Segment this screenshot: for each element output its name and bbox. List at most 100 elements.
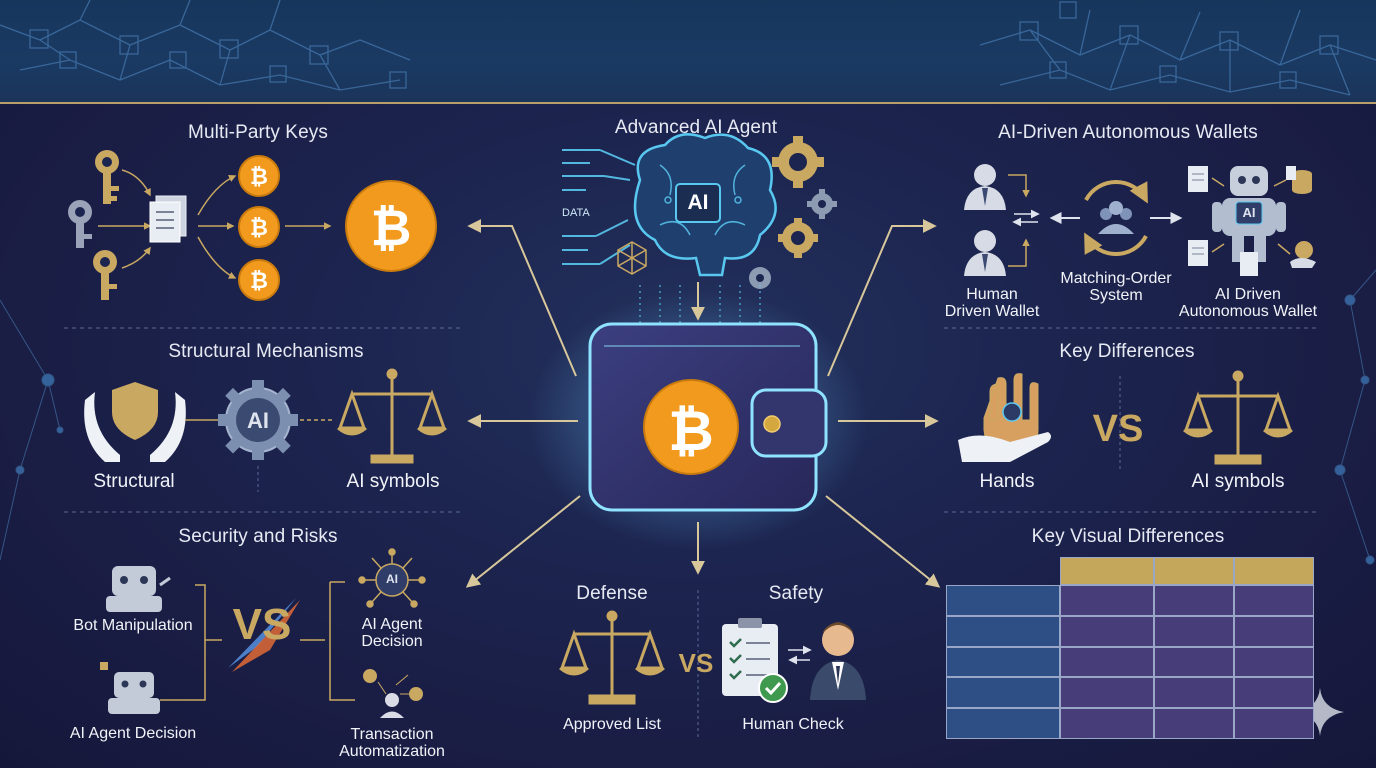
bot-manipulation-label: Bot Manipulation <box>73 617 193 634</box>
ai-gear-icon <box>218 380 298 460</box>
key-icon-2 <box>68 200 92 248</box>
gear-icon-gray <box>807 189 837 219</box>
ai-agent-decision-left-label: AI Agent Decision <box>69 725 197 742</box>
ai-badge-text: AI <box>386 572 398 586</box>
advanced-ai-agent-title: Advanced AI Agent <box>614 117 778 138</box>
transaction-automatization-label: Transaction Automatization <box>339 726 445 760</box>
safety-title: Safety <box>768 583 824 604</box>
bitcoin-coin-center <box>643 379 739 475</box>
bitcoin-symbol-center: ₿ <box>668 399 714 462</box>
ai-chip <box>675 183 721 223</box>
robot-ai-icon <box>1212 166 1286 262</box>
scales-icon-right <box>1183 370 1293 465</box>
table-cell <box>1234 708 1314 739</box>
approved-list-label: Approved List <box>563 716 661 733</box>
gear-icon-small <box>749 267 771 289</box>
table-cell <box>1154 585 1234 616</box>
gear-icon-gold-1 <box>772 136 824 188</box>
defense-title: Defense <box>576 583 648 604</box>
network-cubes-left <box>0 0 411 91</box>
table-cell <box>1060 708 1154 739</box>
ai-symbols-label-right: AI symbols <box>1191 471 1285 492</box>
bitcoin-symbol-large: ₿ <box>370 200 412 256</box>
network-nodes-right <box>1334 269 1376 565</box>
key-visual-differences-title: Key Visual Differences <box>1031 526 1225 547</box>
gear-icon-gold-2 <box>778 218 818 258</box>
businessman-icon-1 <box>964 164 1006 210</box>
human-driven-wallet-label: Human Driven Wallet <box>944 286 1040 320</box>
shield-hands-icon <box>84 382 186 462</box>
ai-driven-wallets-title: AI-Driven Autonomous Wallets <box>998 122 1258 143</box>
hexagon-icon <box>617 241 647 275</box>
table-cell <box>1234 646 1314 678</box>
data-stream-lines <box>562 149 636 265</box>
bot-icon-1 <box>106 566 171 612</box>
table-cell <box>946 615 1060 647</box>
security-risks-title: Security and Risks <box>178 526 338 547</box>
document-icon <box>149 195 187 243</box>
multi-party-keys-title: Multi-Party Keys <box>188 122 328 143</box>
defense-safety-vs: VS <box>678 648 714 678</box>
bitcoin-coin-small-1 <box>238 155 280 197</box>
scales-icon-defense <box>559 610 665 705</box>
structural-label: Structural <box>93 471 175 492</box>
coin-hand-icon <box>1290 241 1316 268</box>
key-icon-1 <box>95 150 119 204</box>
ai-driven-wallet-label: AI Driven Autonomous Wallet <box>1178 286 1318 320</box>
bot-icon-2 <box>100 662 160 714</box>
doc-icon-r1 <box>1188 166 1208 192</box>
table-cell <box>1154 646 1234 678</box>
table-cell <box>946 646 1060 678</box>
table-cell <box>1154 677 1234 709</box>
vs-emblem-security <box>228 598 300 672</box>
table-cell <box>1154 615 1234 647</box>
network-cubes-right <box>979 1 1376 96</box>
robot-ai-badge: AI <box>1242 205 1256 220</box>
ai-symbols-label-left: AI symbols <box>346 471 440 492</box>
wallet <box>588 322 828 512</box>
table-cell <box>946 677 1060 709</box>
key-differences-vs: VS <box>1092 408 1144 450</box>
ai-chip-label: AI <box>687 191 709 214</box>
table-cell <box>1060 615 1154 647</box>
sparkle-icon <box>1296 688 1344 736</box>
wallet-clasp <box>750 388 828 458</box>
ai-agent-decision-right-label: AI Agent Decision <box>361 616 423 650</box>
bitcoin-symbol-3: ₿ <box>250 268 268 293</box>
human-checker-icon <box>810 622 866 700</box>
clipboard-icon <box>722 618 788 703</box>
matching-order-icon <box>1084 180 1148 256</box>
table-cell <box>1060 677 1154 709</box>
human-check-label: Human Check <box>742 716 844 733</box>
transaction-automation-icon <box>363 669 423 718</box>
docs-icon-r3 <box>1240 252 1258 276</box>
matching-order-label: Matching-Order System <box>1060 270 1172 304</box>
table-cell <box>1060 585 1154 616</box>
bitcoin-coin-small-2 <box>238 206 280 248</box>
bitcoin-symbol-2: ₿ <box>250 215 268 240</box>
structural-mechanisms-title: Structural Mechanisms <box>168 341 364 362</box>
data-label: DATA <box>562 207 590 219</box>
coin-stack-icon <box>1286 166 1312 194</box>
table-cell <box>1234 615 1314 647</box>
security-vs: VS <box>232 600 292 649</box>
bitcoin-coin-small-3 <box>238 259 280 301</box>
key-icon-3 <box>93 250 117 300</box>
network-nodes-left <box>0 299 64 561</box>
table-cell <box>946 585 1060 616</box>
bitcoin-coin-large <box>345 180 437 272</box>
table-cell <box>1234 677 1314 709</box>
scales-icon-left <box>337 368 447 464</box>
table-cell <box>1234 585 1314 616</box>
bitcoin-symbol-1: ₿ <box>250 164 268 189</box>
hand-icon <box>958 373 1051 462</box>
table-cell <box>946 708 1060 739</box>
table-cell <box>1154 708 1234 739</box>
ai-gear-text: AI <box>247 408 269 433</box>
businessman-icon-2 <box>964 230 1006 276</box>
visual-differences-table <box>946 557 1314 739</box>
table-cell <box>1060 646 1154 678</box>
ai-agent-network-icon <box>358 548 426 608</box>
key-differences-title: Key Differences <box>1059 341 1195 362</box>
